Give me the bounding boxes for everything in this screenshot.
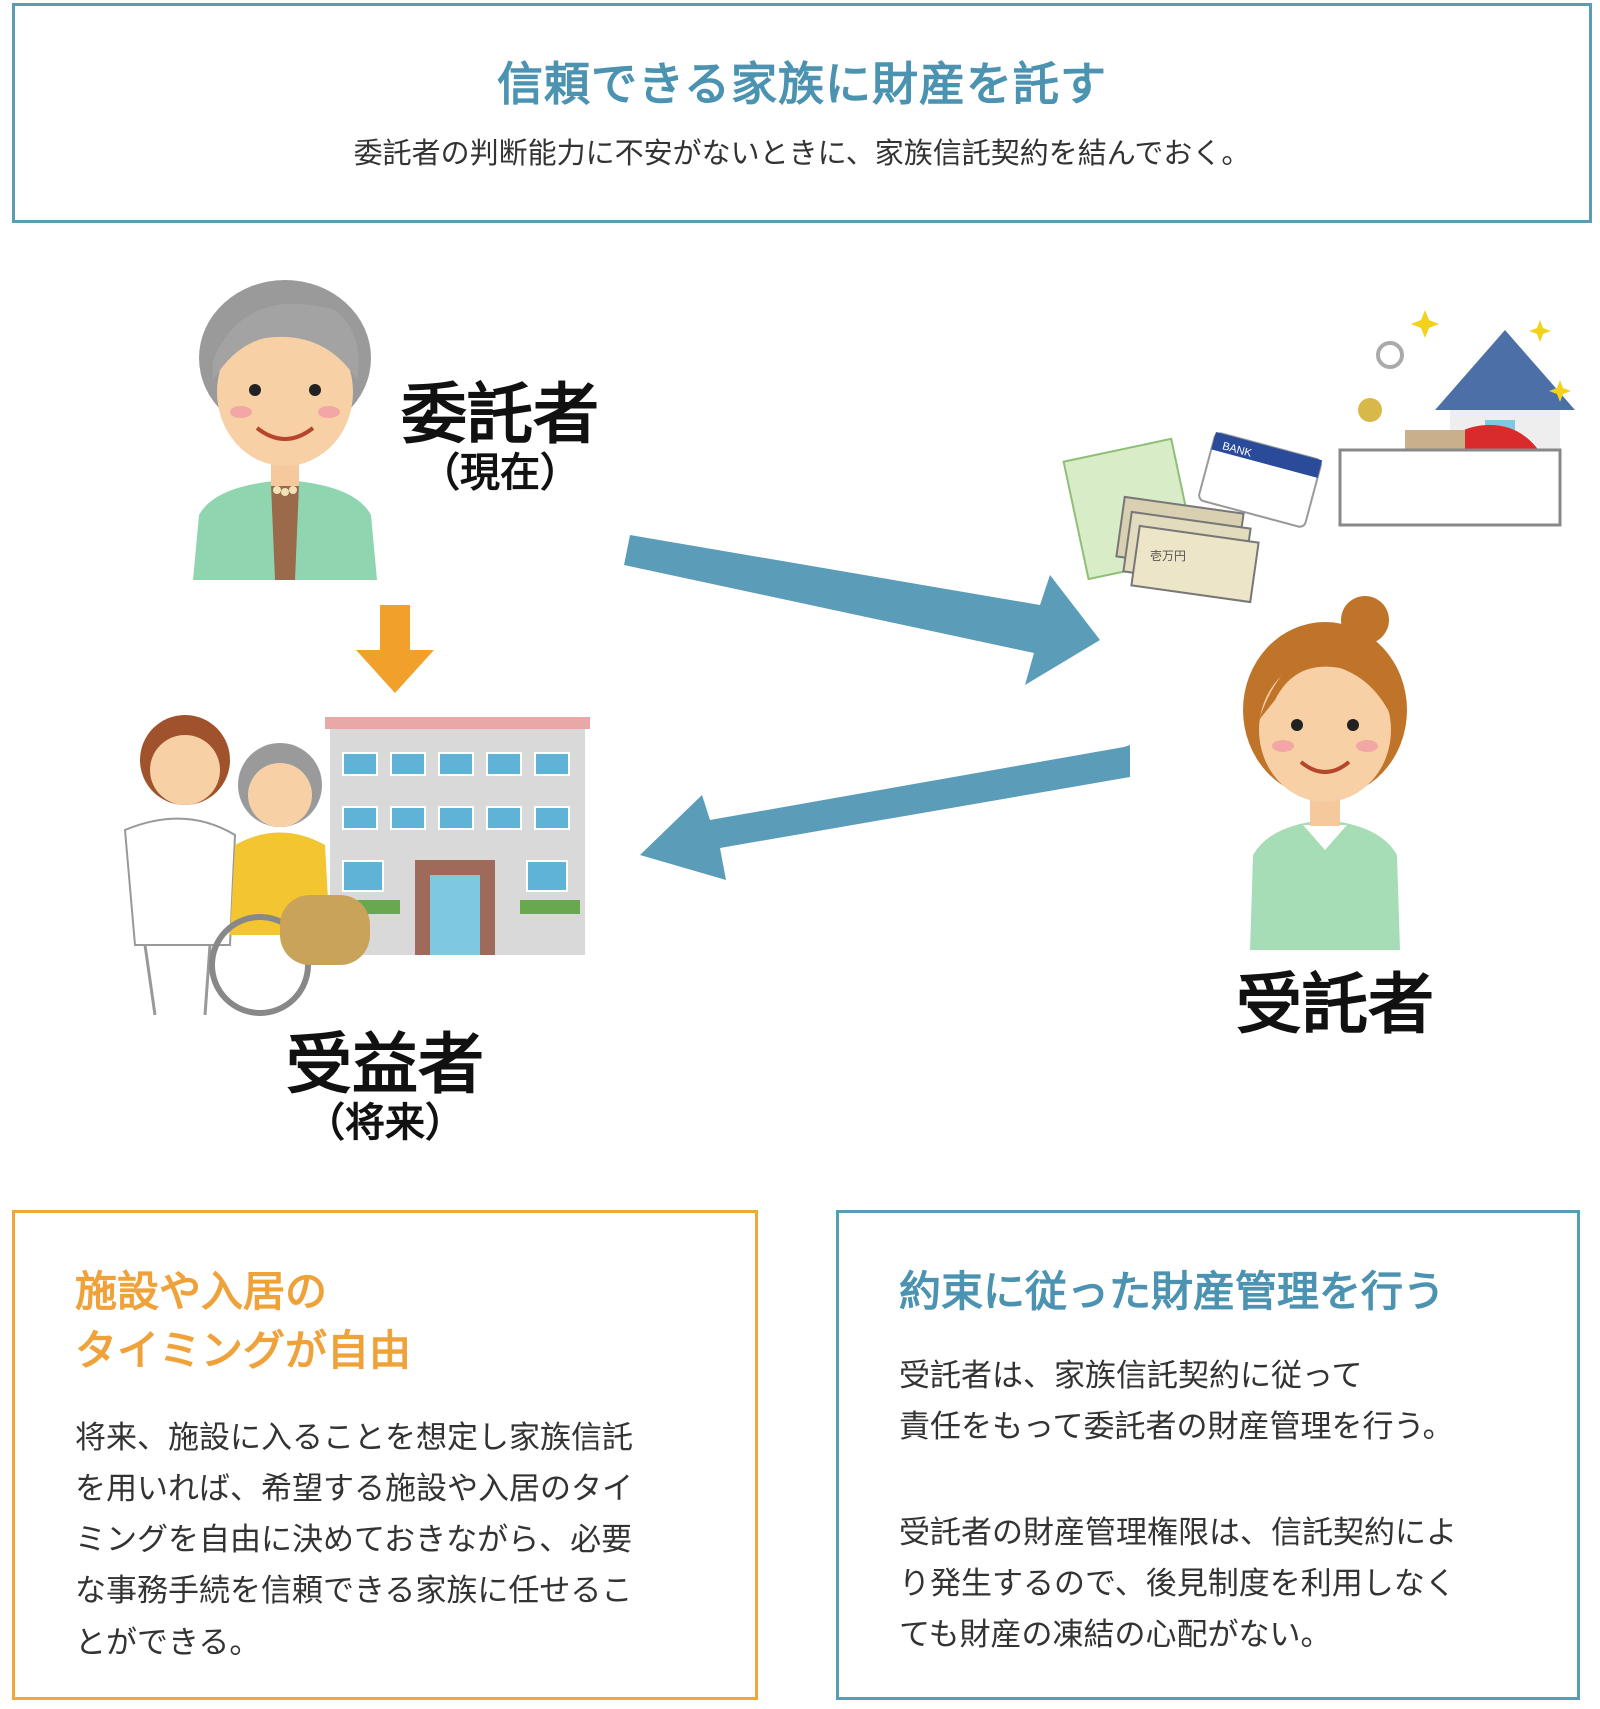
- asset-management-body-1: 受託者は、家族信託契約に従って 責任をもって委託者の財産管理を行う。: [899, 1351, 1539, 1453]
- beneficiary-label-group: 受益者 （将来）: [260, 1030, 510, 1147]
- trustee-label-group: 受託者: [1215, 966, 1455, 1043]
- trustee-label: 受託者: [1236, 966, 1434, 1043]
- flexible-timing-body-line-3: ミングを自由に決めておきながら、必要: [75, 1522, 633, 1559]
- beneficiary-sublabel: （将来）: [305, 1100, 465, 1147]
- settlor-label: 委託者: [401, 376, 599, 453]
- flexible-timing-title-line-1: 施設や入居の: [75, 1267, 328, 1316]
- flexible-timing-body-line-4: な事務手続を信頼できる家族に任せるこ: [75, 1573, 633, 1610]
- bill-label: 壱万円: [1150, 549, 1186, 563]
- asset-management-body-2-line-3: ても財産の凍結の心配がない。: [899, 1617, 1332, 1654]
- settlor-label-group: 委託者 （現在）: [380, 380, 620, 497]
- flexible-timing-body-line-2: を用いれば、希望する施設や入居のタイ: [75, 1471, 633, 1508]
- settlor-illustration: [193, 280, 377, 580]
- flexible-timing-body-line-1: 将来、施設に入ることを想定し家族信託: [75, 1420, 633, 1456]
- header-title: 信頼できる家族に財産を託す: [496, 57, 1108, 111]
- flexible-timing-title: 施設や入居の タイミングが自由: [75, 1263, 411, 1381]
- settlor-sublabel: （現在）: [420, 450, 580, 497]
- beneficiary-label: 受益者: [286, 1026, 484, 1103]
- asset-management-body-2-line-2: り発生するので、後見制度を利用しなく: [899, 1566, 1456, 1603]
- flexible-timing-body: 将来、施設に入ることを想定し家族信託 を用いれば、希望する施設や入居のタイ ミン…: [75, 1413, 715, 1669]
- asset-management-title: 約束に従った財産管理を行う: [899, 1267, 1446, 1316]
- flexible-timing-title-line-2: タイミングが自由: [75, 1325, 412, 1375]
- money-assets-illustration: BANK 壱万円: [1062, 431, 1323, 604]
- arrow-to-beneficiary-icon: [640, 745, 1130, 880]
- header-subtitle: 委託者の判断能力に不安がないときに、家族信託契約を結んでおく。: [353, 136, 1251, 170]
- asset-management-box: 約束に従った財産管理を行う 受託者は、家族信託契約に従って 責任をもって委託者の…: [836, 1210, 1580, 1700]
- flexible-timing-body-line-5: とができる。: [75, 1624, 261, 1661]
- asset-management-body-1-line-1: 受託者は、家族信託契約に従って: [899, 1358, 1363, 1394]
- asset-management-body-2-line-1: 受託者の財産管理権限は、信託契約によ: [899, 1515, 1457, 1551]
- header-box: 信頼できる家族に財産を託す 委託者の判断能力に不安がないときに、家族信託契約を結…: [12, 3, 1592, 223]
- down-arrow-icon: [356, 605, 434, 693]
- care-facility-illustration: [123, 715, 590, 1016]
- trustee-illustration: [1243, 596, 1407, 950]
- arrow-to-trustee-icon: [624, 535, 1100, 685]
- flexible-timing-box: 施設や入居の タイミングが自由 将来、施設に入ることを想定し家族信託 を用いれば…: [12, 1210, 758, 1700]
- asset-management-body-2: 受託者の財産管理権限は、信託契約によ り発生するので、後見制度を利用しなく ても…: [899, 1508, 1539, 1661]
- asset-management-body-1-line-2: 責任をもって委託者の財産管理を行う。: [899, 1409, 1454, 1446]
- house-assets-illustration: [1338, 310, 1575, 527]
